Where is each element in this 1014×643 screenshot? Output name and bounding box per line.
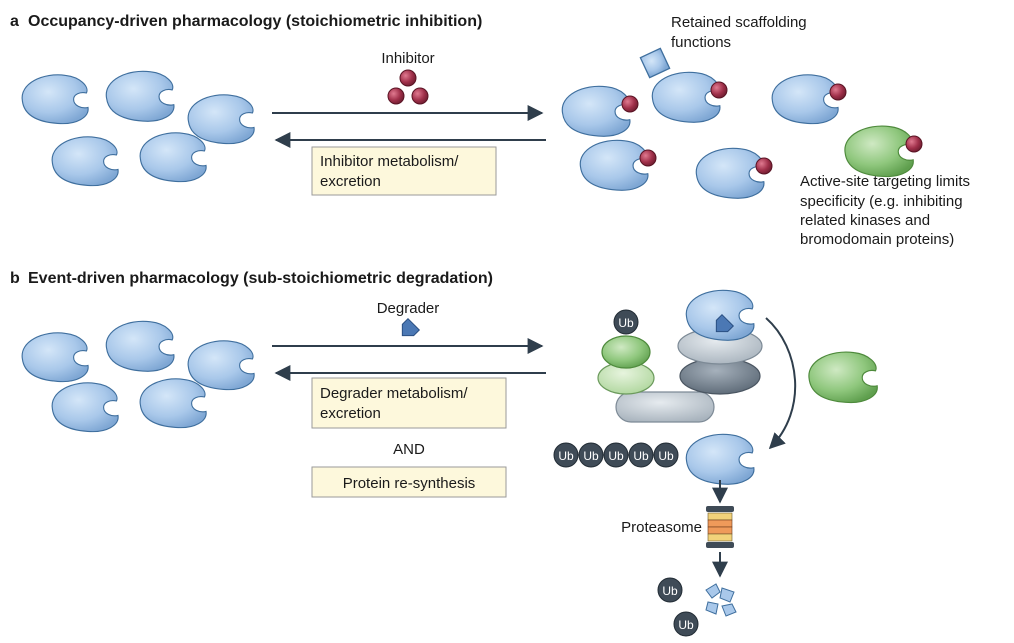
proteasome-ring xyxy=(707,519,733,528)
protein xyxy=(105,70,175,122)
peptide-fragment xyxy=(705,583,721,599)
bound-degrader xyxy=(715,313,735,333)
protein xyxy=(771,74,839,125)
ub-bead-label: Ub xyxy=(618,316,634,330)
released-ub-label: Ub xyxy=(678,618,694,632)
panel-b-title: Event-driven pharmacology (sub-stoichiom… xyxy=(28,270,493,287)
inhibitor-molecule xyxy=(399,69,417,87)
released-ub xyxy=(657,577,683,603)
panel-a-free-proteins xyxy=(21,70,255,187)
degrader-metabolism-box xyxy=(311,377,507,429)
bound-inhibitor xyxy=(639,149,657,167)
scaffold-partner xyxy=(639,47,671,79)
resynthesis-label: Protein re-synthesis xyxy=(343,475,476,492)
protein xyxy=(651,71,721,123)
resynthesis-box xyxy=(311,466,507,498)
specificity-line4: bromodomain proteins) xyxy=(800,231,954,248)
degrader-molecule xyxy=(401,317,421,337)
off-target-protein xyxy=(844,125,914,178)
peptide-fragment xyxy=(719,587,735,603)
ub-bead-label: Ub xyxy=(658,449,674,463)
protein xyxy=(561,85,631,137)
specificity-line3: related kinases and xyxy=(800,212,930,229)
scaffold-text-line1: Retained scaffolding xyxy=(671,14,807,31)
ub-bead xyxy=(628,442,654,468)
ub-bead xyxy=(603,442,629,468)
panel-a-inhibited-proteins xyxy=(561,47,923,199)
ub-bead-label: Ub xyxy=(633,449,649,463)
inhibitor-metabolism-line1: Inhibitor metabolism/ xyxy=(320,153,459,170)
degrader-metabolism-line1: Degrader metabolism/ xyxy=(320,385,468,402)
protein xyxy=(139,132,207,183)
ub-bead xyxy=(653,442,679,468)
protein xyxy=(21,332,89,383)
bound-inhibitor xyxy=(755,157,773,175)
panel-b-free-proteins xyxy=(21,320,255,433)
proteasome-label: Proteasome xyxy=(621,519,702,536)
ub-bead xyxy=(553,442,579,468)
panel-a-letter: a xyxy=(10,13,19,30)
cullin-scaffold xyxy=(615,391,715,423)
panel-b-letter: b xyxy=(10,270,20,287)
inhibitor-molecule xyxy=(411,87,429,105)
bound-inhibitor xyxy=(710,81,728,99)
protein xyxy=(187,340,255,391)
inhibitor-label: Inhibitor xyxy=(381,50,434,67)
protein xyxy=(21,74,89,125)
protein xyxy=(51,136,119,187)
proteasome-ring xyxy=(707,526,733,535)
specificity-line2: specificity (e.g. inhibiting xyxy=(800,193,963,210)
e2-enzyme xyxy=(601,335,651,369)
ub-bead xyxy=(613,309,639,335)
degrader-label: Degrader xyxy=(377,300,440,317)
released-ub-label: Ub xyxy=(662,584,678,598)
ternary-complex: Ub xyxy=(597,289,763,423)
and-label: AND xyxy=(393,441,425,458)
scaffold-text-line2: functions xyxy=(671,34,731,51)
target-protein xyxy=(685,289,755,341)
protein xyxy=(187,94,255,145)
inhibitor-metabolism-line2: excretion xyxy=(320,173,381,190)
ub-bead-label: Ub xyxy=(608,449,624,463)
protein xyxy=(579,139,649,191)
ub-bead-label: Ub xyxy=(558,449,574,463)
protein xyxy=(105,320,175,372)
proteasome-cap xyxy=(706,506,734,512)
ub-bead-label: Ub xyxy=(583,449,599,463)
specificity-line1: Active-site targeting limits xyxy=(800,173,970,190)
proteasome-icon xyxy=(706,506,734,548)
protein xyxy=(695,147,765,199)
protein xyxy=(139,378,207,429)
protein xyxy=(51,382,119,433)
proteasome-ring xyxy=(707,512,733,521)
curved-arrow xyxy=(765,317,797,450)
inhibitor-molecules xyxy=(387,69,429,105)
peptide-fragments xyxy=(705,583,737,617)
degrader-metabolism-line2: excretion xyxy=(320,405,381,422)
bound-inhibitor xyxy=(905,135,923,153)
bound-inhibitor xyxy=(829,83,847,101)
spared-protein xyxy=(808,351,878,404)
polyubiquitin-chain: Ub Ub Ub Ub Ub xyxy=(553,442,679,468)
inhibitor-metabolism-box xyxy=(311,146,497,196)
peptide-fragment xyxy=(721,603,737,617)
panel-a-title: Occupancy-driven pharmacology (stoichiom… xyxy=(28,13,482,30)
bound-inhibitor xyxy=(621,95,639,113)
inhibitor-molecule xyxy=(387,87,405,105)
proteasome-cap xyxy=(706,542,734,548)
ubiquitinated-target xyxy=(685,433,755,485)
ub-bead xyxy=(578,442,604,468)
proteasome-ring xyxy=(707,533,733,542)
released-ub xyxy=(673,611,699,637)
peptide-fragment xyxy=(705,601,719,615)
